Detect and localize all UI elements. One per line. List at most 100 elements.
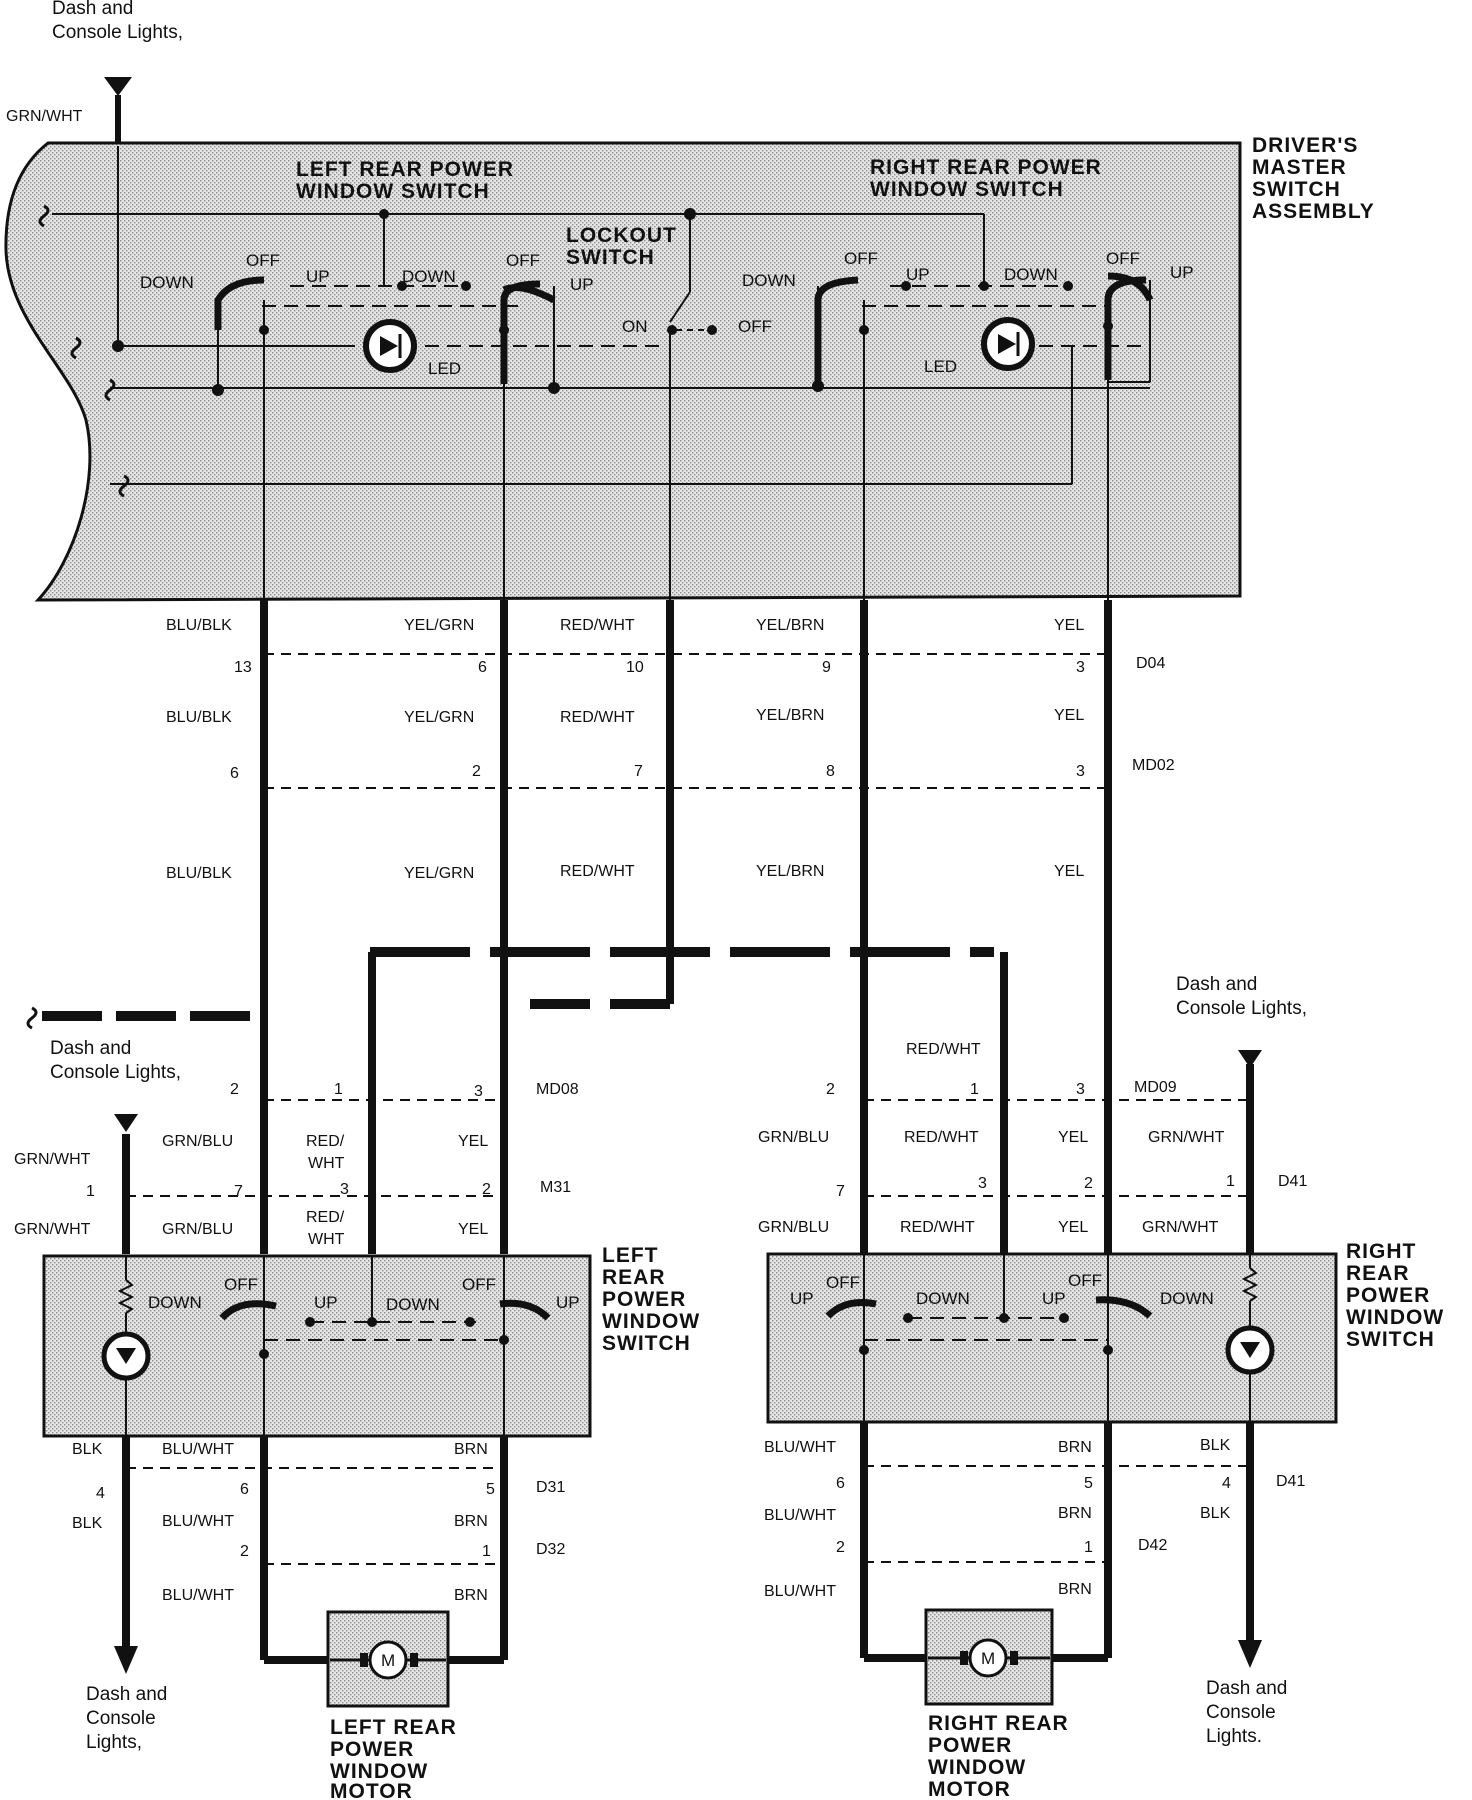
right-down-label: DOWN (742, 271, 796, 290)
master-name-1: DRIVER'S (1252, 134, 1358, 157)
pin-label: 8 (826, 763, 835, 780)
wire-label: RED/WHT (560, 863, 635, 880)
pin-label: 3 (340, 1181, 349, 1198)
wire-label: GRN/BLU (758, 1129, 829, 1146)
left-rear-motor: M (326, 1610, 450, 1708)
left-up-label: UP (306, 267, 330, 286)
down-label: DOWN (1160, 1289, 1214, 1308)
wire-label: RED/ (306, 1133, 345, 1150)
wire-label: RED/WHT (560, 709, 635, 726)
left-switch-title-1: LEFT REAR POWER (296, 158, 514, 181)
pin-label: 5 (486, 1481, 495, 1498)
wire-label: GRN/BLU (758, 1219, 829, 1236)
connector-lines (126, 653, 1250, 1565)
left-led-label: LED (428, 359, 461, 378)
pin-label: 6 (240, 1481, 249, 1498)
wire-label: BRN (1058, 1439, 1092, 1456)
wire-label: YEL/GRN (404, 709, 474, 726)
right-rear-switch-title: RIGHT (1346, 1240, 1416, 1263)
pin-label: 2 (482, 1181, 491, 1198)
right-off-label: OFF (844, 249, 878, 268)
right-motor-title: WINDOW (928, 1756, 1026, 1779)
master-switch-assembly: DRIVER'S MASTER SWITCH ASSEMBLY LEFT REA… (4, 134, 1374, 602)
motor-icon (968, 1638, 1008, 1678)
left-up-label-2: UP (570, 275, 594, 294)
pin-label: 3 (474, 1083, 483, 1100)
wire-label: RED/WHT (904, 1129, 979, 1146)
wire-label: YEL (1054, 617, 1084, 634)
wire-label: GRN/WHT (1148, 1129, 1225, 1146)
up-label: UP (790, 1289, 814, 1308)
right-rear-switch-title: WINDOW (1346, 1306, 1444, 1329)
pin-label: 3 (978, 1175, 987, 1192)
left-down-label-2: DOWN (402, 267, 456, 286)
off-label: OFF (1068, 1271, 1102, 1290)
wire-label: YEL (1054, 707, 1084, 724)
connector-d42-label: D42 (1138, 1537, 1167, 1554)
left-off-label: OFF (246, 251, 280, 270)
right-motor-title: RIGHT REAR (928, 1712, 1069, 1735)
wire-label: YEL (1054, 863, 1084, 880)
connector-md08-label: MD08 (536, 1081, 579, 1098)
wire-label: BRN (454, 1441, 488, 1458)
down-label: DOWN (916, 1289, 970, 1308)
right-rear-switch-title: SWITCH (1346, 1328, 1435, 1351)
right-motor-title: MOTOR (928, 1778, 1011, 1800)
wire-label: BRN (1058, 1581, 1092, 1598)
harness-wires (40, 300, 1254, 1254)
wire-label: BLU/WHT (764, 1583, 836, 1600)
pin-label: 7 (634, 763, 643, 780)
left-feed-arrow-icon (114, 1114, 138, 1132)
connector-m31-label: M31 (540, 1179, 571, 1196)
wire-label: YEL (1058, 1219, 1088, 1236)
connector-d04-label: D04 (1136, 655, 1165, 672)
lower-wires (122, 1422, 1254, 1664)
right-rear-switch-title: POWER (1346, 1284, 1430, 1307)
wire-label: RED/WHT (900, 1219, 975, 1236)
top-feed: Dash and Console Lights, GRN/WHT (6, 0, 183, 146)
left-rear-switch-title: REAR (602, 1266, 666, 1289)
wire-label: BLU/WHT (162, 1441, 234, 1458)
lockout-title-2: SWITCH (566, 246, 655, 269)
pin-label: 2 (230, 1081, 239, 1098)
lower-labels: BLK BLU/WHT BRN 4 6 5 D31 BLK BLU/WHT BR… (72, 1437, 1305, 1604)
pin-label: 10 (626, 659, 644, 676)
right-rear-switch: UP OFF DOWN UP OFF DOWN RIGHT REAR POWER… (766, 1240, 1444, 1424)
wire-label: RED/WHT (906, 1041, 981, 1058)
wire-label: YEL (458, 1133, 488, 1150)
left-rear-switch-title: SWITCH (602, 1332, 691, 1355)
connector-d32-label: D32 (536, 1541, 565, 1558)
right-rear-motor: M (924, 1608, 1054, 1706)
right-light-label-1: Dash and (1176, 974, 1257, 995)
pin-label: 5 (1084, 1475, 1093, 1492)
wire-label: YEL/BRN (756, 707, 824, 724)
motor-symbol: M (981, 1649, 995, 1668)
pin-label: 4 (1222, 1475, 1231, 1492)
top-light-label-1: Dash and (52, 0, 133, 19)
right-led-label: LED (924, 357, 957, 376)
pin-label: 2 (472, 763, 481, 780)
wire-label: GRN/WHT (1142, 1219, 1219, 1236)
wire-label: BLK (72, 1515, 103, 1532)
bottom-left-light-label: Lights, (86, 1732, 142, 1753)
pin-label: 6 (836, 1475, 845, 1492)
pin-label: 1 (86, 1183, 95, 1200)
right-led-icon (981, 317, 1035, 371)
pin-label: 1 (482, 1543, 491, 1560)
pin-label: 1 (1084, 1539, 1093, 1556)
pin-label: 1 (334, 1081, 343, 1098)
left-light-feed (114, 1114, 138, 1132)
wire-label: BLU/WHT (764, 1507, 836, 1524)
left-rear-switch-title: POWER (602, 1288, 686, 1311)
wire-label: GRN/BLU (162, 1221, 233, 1238)
connector-d41-label: D41 (1278, 1173, 1307, 1190)
right-off-label-2: OFF (1106, 249, 1140, 268)
off-label: OFF (462, 1275, 496, 1294)
motor-symbol: M (381, 1651, 395, 1670)
down-label: DOWN (148, 1293, 202, 1312)
up-label: UP (556, 1293, 580, 1312)
bottom-right-light-label: Dash and (1206, 1678, 1287, 1699)
bottom-left-light-label: Console (86, 1708, 156, 1729)
wire-label: YEL (458, 1221, 488, 1238)
